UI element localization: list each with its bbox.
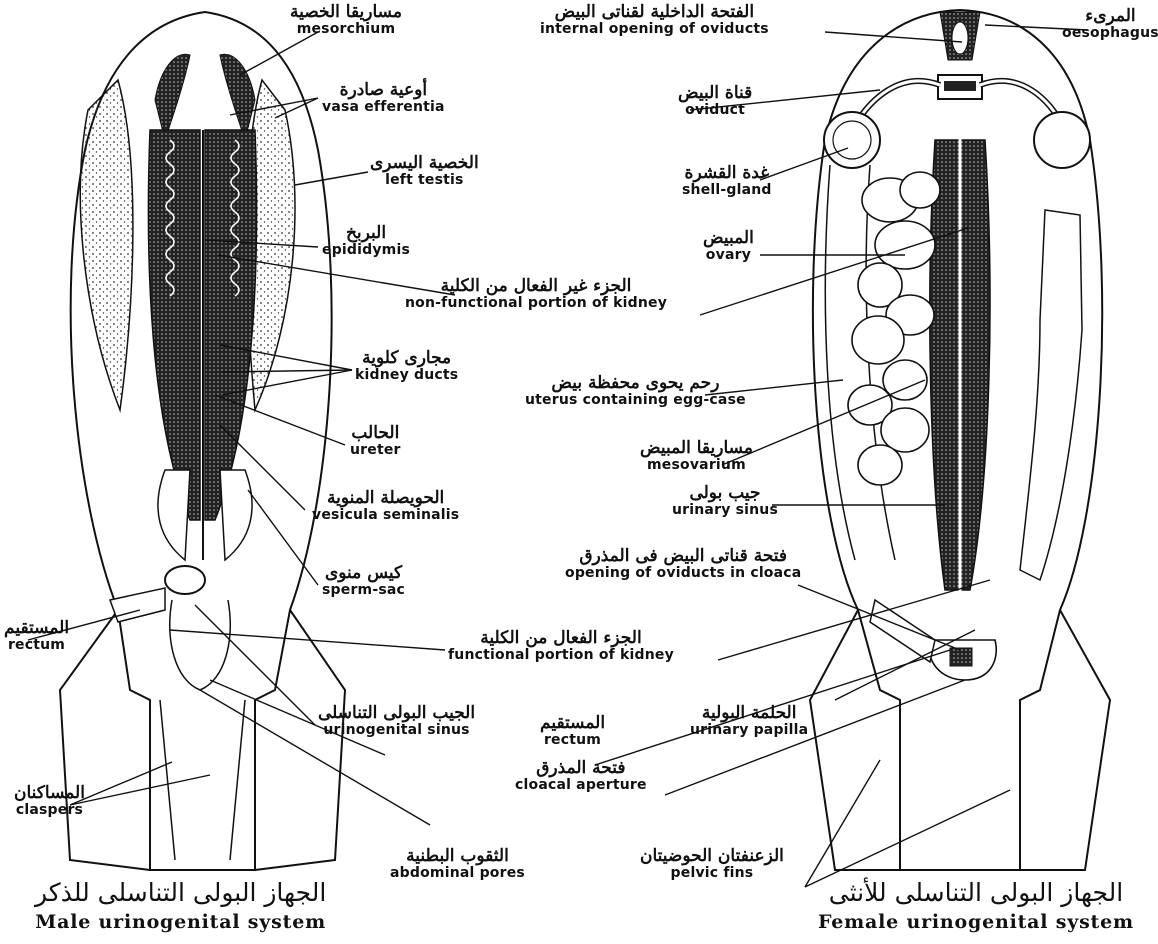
label-ureter: الحالب ureter (350, 425, 401, 458)
label-shell-gland: غدة القشرة shell-gland (682, 165, 772, 198)
female-caption-en: Female urinogenital system (818, 911, 1134, 933)
label-epididymis-en: epididymis (322, 243, 410, 258)
label-female-rectum-en: rectum (540, 733, 605, 748)
label-urinary-sinus: جيب بولى urinary sinus (672, 485, 778, 518)
label-opening-oviducts-cloaca: فتحة قناتى البيض فى المذرق opening of ov… (565, 548, 801, 581)
label-ovary-en: ovary (703, 248, 754, 263)
label-female-rectum-ar: المستقيم (540, 715, 605, 733)
label-vesicula-seminalis-en: vesicula seminalis (312, 508, 459, 523)
label-internal-opening-oviducts: الفتحة الداخلية لقناتى البيض internal op… (540, 4, 769, 37)
label-abdominal-pores-ar: الثقوب البطنية (390, 848, 525, 866)
label-mesovarium-ar: مساريقا المبيض (640, 440, 753, 458)
label-functional-kidney-ar: الجزء الفعال من الكلية (448, 630, 674, 648)
label-uterus: رحم يحوى محفظة بيض uterus containing egg… (525, 375, 746, 408)
label-sperm-sac-ar: كيس منوى (322, 565, 405, 583)
label-cloacal-aperture-en: cloacal aperture (515, 778, 647, 793)
label-shell-gland-en: shell-gland (682, 183, 772, 198)
label-pelvic-fins-ar: الزعنفتان الحوضيتان (640, 848, 784, 866)
label-ovary: المبيض ovary (703, 230, 754, 263)
label-urinogenital-sinus-en: urinogenital sinus (318, 723, 475, 738)
label-claspers-ar: المساكنان (14, 785, 85, 803)
male-caption-ar: الجهاز البولى التناسلى للذكر (35, 878, 326, 907)
label-oviduct-ar: قناة البيض (678, 85, 752, 103)
label-kidney-ducts-ar: مجارى كلوية (355, 350, 458, 368)
label-functional-kidney: الجزء الفعال من الكلية functional portio… (448, 630, 674, 663)
label-nonfunctional-kidney: الجزء غير الفعال من الكلية non-functiona… (405, 278, 667, 311)
label-kidney-ducts-en: kidney ducts (355, 368, 458, 383)
female-caption: الجهاز البولى التناسلى للأنثى Female uri… (818, 878, 1134, 933)
label-vesicula-seminalis: الحويصلة المنوية vesicula seminalis (312, 490, 459, 523)
label-left-testis-ar: الخصية اليسرى (370, 155, 479, 173)
ovary-lobes (848, 172, 940, 485)
label-male-rectum-ar: المستقيم (4, 620, 69, 638)
label-mesorchium: مساريقا الخصية mesorchium (290, 4, 402, 37)
label-urinary-papilla: الحلمة البولية urinary papilla (690, 705, 808, 738)
label-mesovarium: مساريقا المبيض mesovarium (640, 440, 753, 473)
label-oesophagus-ar: المرىء (1062, 8, 1158, 26)
label-kidney-ducts: مجارى كلوية kidney ducts (355, 350, 458, 383)
label-male-rectum: المستقيم rectum (4, 620, 69, 653)
label-vasa-efferentia-ar: أوعية صادرة (322, 82, 445, 100)
label-internal-opening-oviducts-ar: الفتحة الداخلية لقناتى البيض (540, 4, 769, 22)
label-oviduct: قناة البيض oviduct (678, 85, 752, 118)
label-ovary-ar: المبيض (703, 230, 754, 248)
label-epididymis: البربخ epididymis (322, 225, 410, 258)
label-mesorchium-en: mesorchium (290, 22, 402, 37)
label-vesicula-seminalis-ar: الحويصلة المنوية (312, 490, 459, 508)
label-urinary-sinus-en: urinary sinus (672, 503, 778, 518)
label-mesovarium-en: mesovarium (640, 458, 753, 473)
label-opening-oviducts-cloaca-en: opening of oviducts in cloaca (565, 566, 801, 581)
label-oesophagus: المرىء oesophagus (1062, 8, 1158, 41)
label-functional-kidney-en: functional portion of kidney (448, 648, 674, 663)
label-urinary-sinus-ar: جيب بولى (672, 485, 778, 503)
label-nonfunctional-kidney-en: non-functional portion of kidney (405, 296, 667, 311)
label-shell-gland-ar: غدة القشرة (682, 165, 772, 183)
label-claspers-en: claspers (14, 803, 85, 818)
label-female-rectum: المستقيم rectum (540, 715, 605, 748)
label-oviduct-en: oviduct (678, 103, 752, 118)
label-urinary-papilla-en: urinary papilla (690, 723, 808, 738)
label-internal-opening-oviducts-en: internal opening of oviducts (540, 22, 769, 37)
label-pelvic-fins-en: pelvic fins (640, 866, 784, 881)
male-caption: الجهاز البولى التناسلى للذكر Male urinog… (35, 878, 326, 933)
label-opening-oviducts-cloaca-ar: فتحة قناتى البيض فى المذرق (565, 548, 801, 566)
label-abdominal-pores-en: abdominal pores (390, 866, 525, 881)
male-right-kidney-shape (205, 130, 257, 520)
female-caption-ar: الجهاز البولى التناسلى للأنثى (818, 878, 1134, 907)
label-uterus-en: uterus containing egg-case (525, 393, 746, 408)
label-nonfunctional-kidney-ar: الجزء غير الفعال من الكلية (405, 278, 667, 296)
male-caption-en: Male urinogenital system (35, 911, 326, 933)
male-left-kidney-shape (148, 130, 200, 520)
label-ureter-ar: الحالب (350, 425, 401, 443)
label-claspers: المساكنان claspers (14, 785, 85, 818)
label-urinary-papilla-ar: الحلمة البولية (690, 705, 808, 723)
label-vasa-efferentia: أوعية صادرة vasa efferentia (322, 82, 445, 115)
label-pelvic-fins: الزعنفتان الحوضيتان pelvic fins (640, 848, 784, 881)
label-male-rectum-en: rectum (4, 638, 69, 653)
label-vasa-efferentia-en: vasa efferentia (322, 100, 445, 115)
label-urinogenital-sinus-ar: الجيب البولى التناسلى (318, 705, 475, 723)
label-oesophagus-en: oesophagus (1062, 26, 1158, 41)
label-uterus-ar: رحم يحوى محفظة بيض (525, 375, 746, 393)
label-epididymis-ar: البربخ (322, 225, 410, 243)
label-cloacal-aperture: فتحة المذرق cloacal aperture (515, 760, 647, 793)
label-sperm-sac-en: sperm-sac (322, 583, 405, 598)
label-urinogenital-sinus: الجيب البولى التناسلى urinogenital sinus (318, 705, 475, 738)
label-ureter-en: ureter (350, 443, 401, 458)
label-mesorchium-ar: مساريقا الخصية (290, 4, 402, 22)
label-abdominal-pores: الثقوب البطنية abdominal pores (390, 848, 525, 881)
label-left-testis: الخصية اليسرى left testis (370, 155, 479, 188)
label-sperm-sac: كيس منوى sperm-sac (322, 565, 405, 598)
label-left-testis-en: left testis (370, 173, 479, 188)
label-cloacal-aperture-ar: فتحة المذرق (515, 760, 647, 778)
male-left-testis-shape (80, 80, 133, 410)
